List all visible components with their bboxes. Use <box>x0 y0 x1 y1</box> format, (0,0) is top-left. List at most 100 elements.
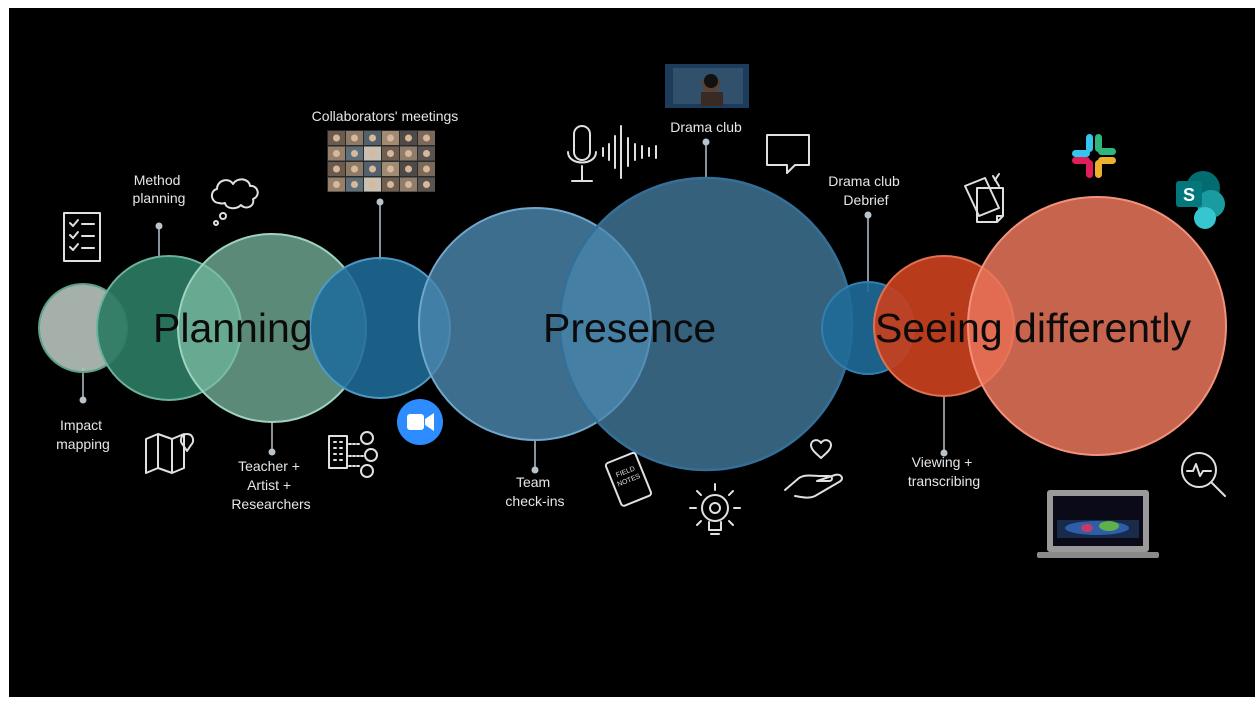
checklist-icon <box>63 212 101 262</box>
cloud-bubble-2 <box>213 220 219 226</box>
cloud-bubble-1 <box>219 212 227 220</box>
map-folds <box>145 433 185 474</box>
magnifier-lens <box>1181 452 1217 488</box>
meeting-participant-face <box>369 165 376 173</box>
slack-logo-icon <box>1072 134 1116 178</box>
label-method-planning-line2: planning <box>133 190 186 206</box>
organization-people-icon <box>328 431 378 478</box>
meeting-participant-face <box>387 134 394 142</box>
label-viewing-line2: transcribing <box>908 473 980 489</box>
magnifier-pulse-icon <box>1181 452 1226 497</box>
laptop-base <box>1037 552 1159 558</box>
label-impact-mapping-line2: mapping <box>56 436 110 452</box>
label-drama-club: Drama club <box>670 119 742 135</box>
label-teacher-line2: Artist + <box>247 477 291 493</box>
meeting-participant-face <box>423 165 430 173</box>
stage-title-presence: Presence <box>543 305 716 351</box>
speech-bubble-icon <box>766 134 810 174</box>
meeting-participant-face <box>423 181 430 188</box>
process-diagram: Planning Presence Seeing differently Met… <box>38 64 1227 558</box>
zoom-camera-body <box>407 414 424 430</box>
stage-title-seeing: Seeing differently <box>875 305 1192 351</box>
label-teacher-artist: Teacher + Artist + Researchers <box>231 458 310 512</box>
label-teacher-line1: Teacher + <box>238 458 300 474</box>
label-collaborators: Collaborators' meetings <box>312 108 459 124</box>
stage-performers-blue <box>1065 521 1129 535</box>
mic-stand <box>567 151 597 182</box>
dot-teacher-artist <box>268 448 276 456</box>
meeting-participant-face <box>333 165 340 173</box>
note-pin <box>992 173 1000 187</box>
meeting-participant-face <box>387 150 394 157</box>
meeting-participant-face <box>333 150 340 157</box>
mic-head <box>573 125 591 161</box>
bulb-rays <box>689 483 741 526</box>
label-impact-mapping: Impact mapping <box>56 417 110 452</box>
meeting-participant-face <box>405 134 412 142</box>
meeting-participant-face <box>387 181 394 188</box>
heart-in-hand-icon <box>784 439 843 499</box>
note-back <box>964 177 1000 217</box>
meeting-participant-face <box>351 165 358 173</box>
label-debrief-line1: Drama club <box>828 173 900 189</box>
stage-performers-pink <box>1081 524 1093 532</box>
circle-seeing <box>967 196 1227 456</box>
label-debrief-line2: Debrief <box>843 192 888 208</box>
hand <box>784 473 843 499</box>
building <box>328 435 348 469</box>
gear <box>709 502 721 514</box>
label-method-planning: Method planning <box>133 172 186 206</box>
checklist-frame <box>63 212 101 262</box>
org-links <box>348 443 364 467</box>
heart <box>810 439 832 459</box>
meeting-participant-face <box>369 134 376 142</box>
meeting-participant-face <box>351 134 358 142</box>
meeting-participant-face <box>333 181 340 188</box>
map-icon <box>145 433 195 474</box>
meeting-participant-face <box>405 150 412 157</box>
pulse-line <box>1186 463 1212 477</box>
map-pin <box>179 433 195 452</box>
meeting-participant-face <box>369 150 376 157</box>
meeting-participant-face <box>405 165 412 173</box>
meeting-participant-face <box>333 134 340 142</box>
drama-club-photo <box>665 64 749 108</box>
dot-impact-mapping <box>79 396 87 404</box>
building-windows <box>333 441 343 461</box>
meeting-participant-face <box>351 181 358 188</box>
connectors <box>82 142 945 470</box>
label-team-line2: check-ins <box>505 493 564 509</box>
notebook <box>604 451 652 507</box>
lightbulb-gear-icon <box>689 483 741 535</box>
dot-team-checkins <box>531 466 539 474</box>
checklist-lines <box>69 219 95 251</box>
field-notes-icon: FIELD NOTES <box>604 451 652 507</box>
laptop-video-icon <box>1037 490 1159 558</box>
meeting-participant-face <box>405 181 412 188</box>
photo-person-hair <box>704 74 718 88</box>
sharepoint-logo-icon: S <box>1176 171 1225 229</box>
label-team-line1: Team <box>516 474 550 490</box>
zoom-video-icon <box>397 399 443 445</box>
dot-viewing <box>940 449 948 457</box>
circles <box>38 176 1227 472</box>
label-impact-mapping-line1: Impact <box>60 417 102 433</box>
person-1 <box>360 431 374 445</box>
bubble-outline <box>766 134 810 174</box>
meeting-screenshot <box>327 130 435 192</box>
label-debrief: Drama club Debrief <box>828 173 903 208</box>
bulb <box>701 494 729 522</box>
zoom-camera-lens <box>425 413 434 431</box>
sharepoint-letter: S <box>1183 185 1195 205</box>
bulb-base <box>708 521 722 535</box>
cloud-shape <box>211 178 259 210</box>
connector-dots <box>79 138 948 474</box>
dot-drama-club <box>702 138 710 146</box>
stage-title-planning: Planning <box>153 305 313 351</box>
magnifier-handle <box>1210 481 1226 497</box>
sound-wave-icon <box>602 125 657 179</box>
meeting-participant-face <box>387 165 394 173</box>
dot-collaborators <box>376 198 384 206</box>
stage-performers-green <box>1099 521 1119 531</box>
label-method-planning-line1: Method <box>134 172 181 188</box>
